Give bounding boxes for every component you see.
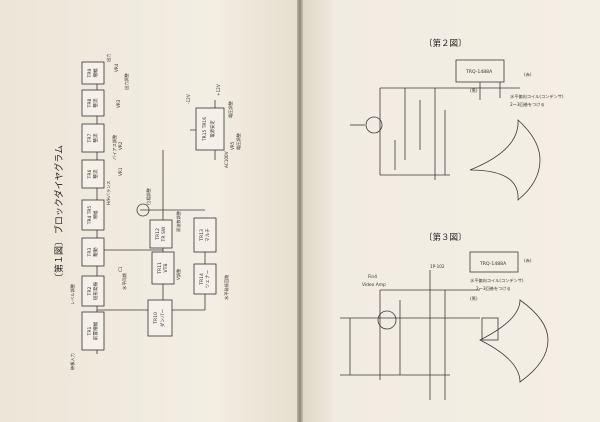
label-bias: バイアス調整 [111, 134, 118, 160]
fig2-note2: 2～3回巻をつける [510, 101, 545, 108]
fig3-part: TRQ-1488A [479, 261, 507, 267]
tr1-sub: 前置増幅 [92, 321, 99, 340]
tr6-name: TR6 [87, 169, 93, 179]
tr11-sub: VTB [163, 263, 169, 272]
fig3-tap-label: 1P-102 [430, 264, 445, 269]
fig2-note1: 水平偏向コイル(コンデンサ) [510, 93, 564, 100]
label-output: 出力 [105, 54, 112, 62]
block-tr45: TR4 TR5 増幅 [81, 199, 105, 231]
tr14-sub: ツェナー [205, 269, 211, 288]
fig3-tube-label1: Fin4 [368, 274, 377, 280]
fig3-note2: 2～3回巻をつける [476, 285, 511, 292]
tr15-sub: 電源安定 [209, 120, 216, 138]
label-voltage-adjust: 電圧調整 [227, 100, 234, 118]
tr45-name: TR4 TR5 [87, 206, 93, 226]
label-level-adjust: レベル調整 [69, 283, 76, 305]
block-tr11: TR11 VTB [151, 251, 175, 285]
tr3-sub: 駆動 [92, 247, 99, 257]
tr8-name: TR8 [87, 98, 93, 108]
tr11-name: TR11 [157, 262, 163, 275]
label-vr5: VR5 [230, 141, 235, 150]
tr3-name: TR3 [87, 247, 93, 257]
fig3-tube-label2: Video Amp [362, 282, 386, 288]
fig3-note1: 水平偏向コイル(コンデンサ) [470, 277, 524, 284]
fig2-title: 〔第２図〕 [424, 38, 467, 49]
fig3: 〔第３図〕 TRQ-1488A Fin4 Video Amp 1P-102 水平… [340, 232, 549, 400]
fig3-red-label: (赤) [524, 258, 532, 263]
label-vr2: VR2 [118, 141, 123, 150]
tr15-name: TR15 TR16 [202, 117, 208, 142]
tr7-sub: 整流 [92, 133, 99, 143]
tr10-sub: ダンパー [159, 308, 166, 327]
block-tr8: TR8 整流 [81, 89, 105, 117]
fig2-red-label: (赤) [524, 72, 532, 77]
fig2-part: TRQ-1488A [465, 69, 493, 75]
fig3-title: 〔第３図〕 [424, 232, 467, 243]
block-tr7: TR7 整流 [81, 123, 105, 153]
left-page-title: 〔第１図〕 ブロックダイヤグラム [53, 145, 65, 282]
tr13-name: TR13 [199, 229, 205, 242]
book-gutter [297, 0, 303, 422]
label-c1: C1 [118, 266, 123, 272]
block-tr12: TR12 TR SW [149, 219, 173, 249]
tr12-name: TR12 [155, 228, 161, 241]
tr1-name: TR1 [87, 326, 93, 336]
tr10-name: TR10 [153, 312, 159, 325]
label-sync-adjust: 水平同期 [121, 273, 128, 290]
label-h-osc: 水平発振回路 [223, 274, 230, 300]
label-vr4: VR4 [114, 63, 119, 72]
tr6-sub: 整流 [92, 169, 99, 179]
fig2: 〔第２図〕 TRQ-1488A 水平偏向コイル(コンデンサ) 2～3回巻をつける [350, 38, 564, 201]
left-page [0, 0, 300, 422]
label-freq-adjust: 周波数調整 [175, 210, 182, 232]
label-vr3: VR3 [116, 99, 121, 108]
label-dc-in: -12V [186, 94, 191, 104]
tr2-name: TR2 [87, 286, 93, 296]
label-phase-adjust: 位相調整 [145, 187, 152, 205]
tr12-sub: TR SW [161, 226, 167, 242]
label-input: 映像入力 [69, 353, 76, 370]
tr8-sub: 整流 [92, 98, 99, 108]
tr7-name: TR7 [87, 133, 93, 143]
label-hbalance: H/Hバランス [106, 181, 112, 205]
block-tr15: TR15 TR16 電源安定 [195, 107, 225, 151]
block-tr14: TR14 ツェナー [193, 263, 217, 295]
fig2-black-label: (黒) [470, 88, 478, 94]
tr9-name: TR9 [87, 68, 93, 78]
tr2-sub: 短形発振 [92, 281, 99, 300]
label-vr1: VR1 [118, 167, 123, 176]
block-tr2: TR2 短形発振 [81, 275, 105, 307]
label-output-adjust: 出力調整 [123, 72, 130, 90]
block-tr10: TR10 ダンパー [147, 299, 173, 337]
block-tr13: TR13 マルチ [193, 217, 217, 253]
label-dc-out: +12V [216, 84, 221, 96]
label-ac-input: AC100V [224, 151, 229, 168]
block-tr1: TR1 前置増幅 [81, 311, 105, 351]
tr9-sub: 増幅 [92, 68, 99, 78]
block-tr6: TR6 整流 [81, 159, 105, 189]
label-v-adjust: V調整 [175, 268, 182, 280]
fig3-black-label: (黒) [470, 296, 478, 302]
tr14-name: TR14 [199, 273, 205, 286]
block-tr3: TR3 駆動 [81, 237, 105, 267]
block-tr9: TR9 増幅 [81, 61, 105, 85]
tr45-sub: 増幅 [92, 210, 99, 219]
tr13-sub: マルチ [205, 228, 211, 242]
label-regulator-adjust: 電圧調整 [235, 132, 242, 150]
block-diagram: TR1 前置増幅 TR2 短形発振 TR3 駆動 TR4 TR5 増幅 TR6 … [53, 53, 242, 370]
